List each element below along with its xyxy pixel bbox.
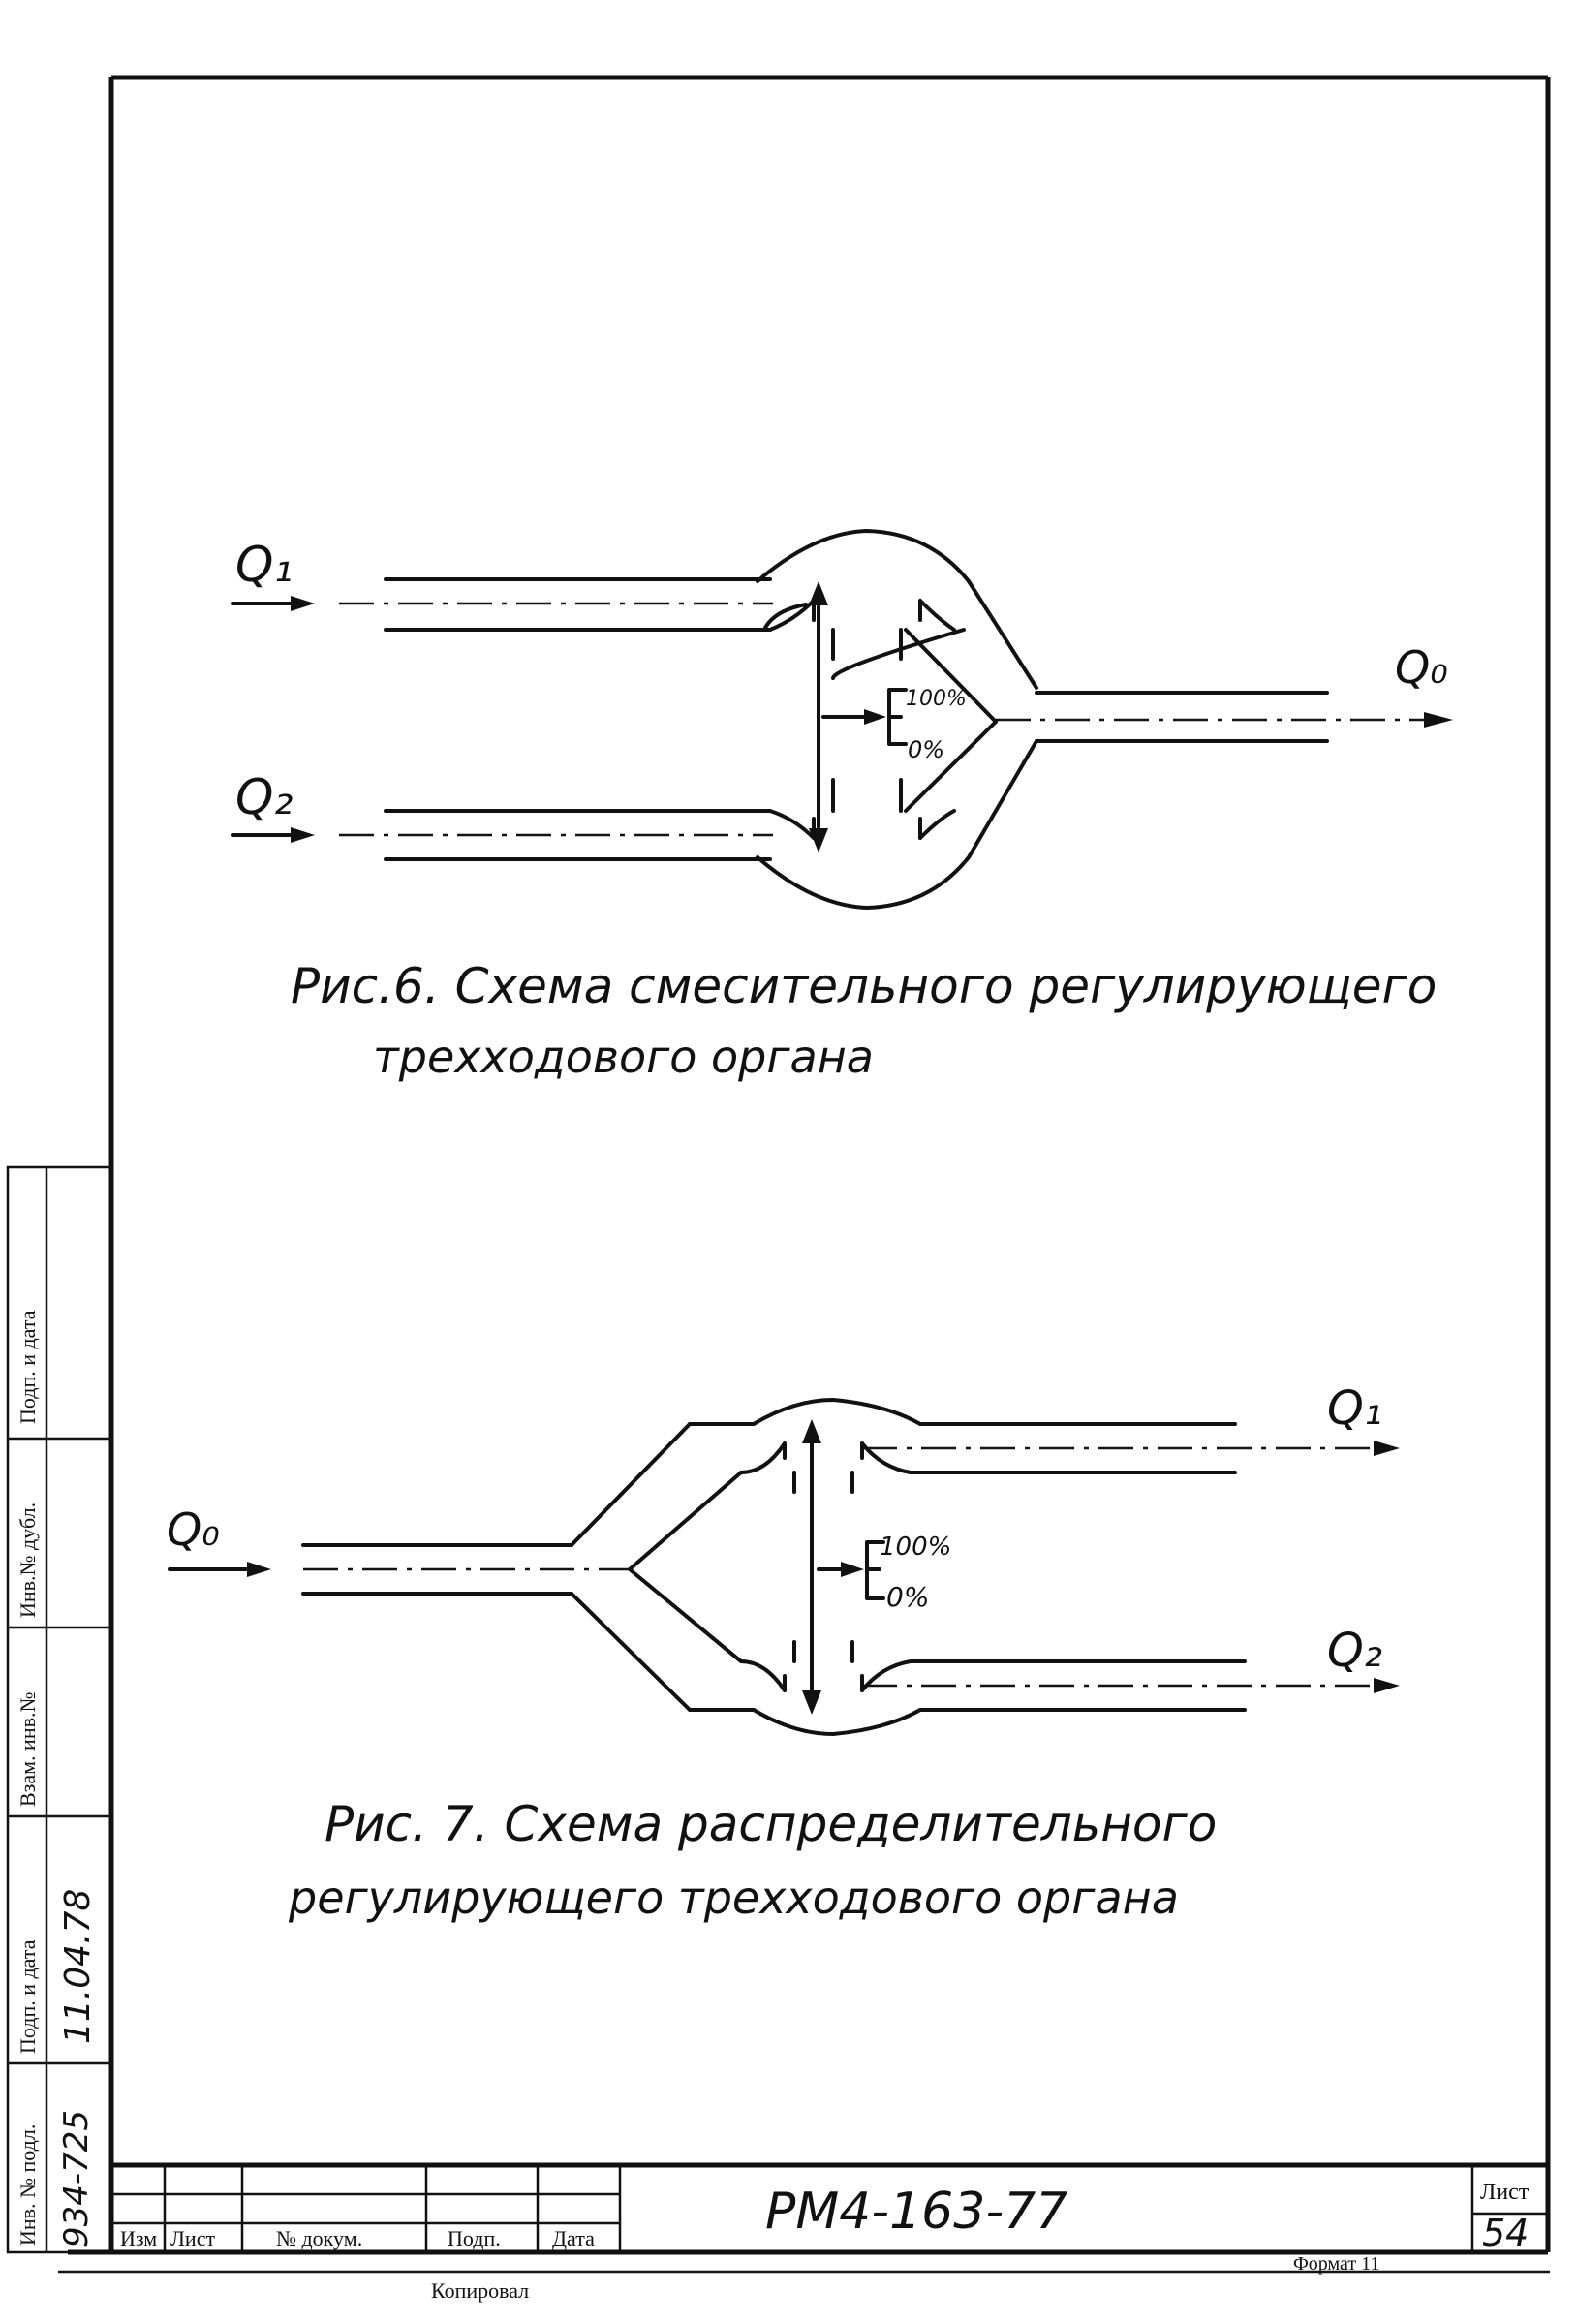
fig6-outlet-label: Q₀ [1395,641,1448,694]
footer-copied: Копировал [431,2278,529,2303]
stamp-inv-podl: Инв. № подл. [15,2124,40,2246]
fig6-scale-bottom: 0% [908,736,944,763]
fig7-caption-line2: регулирующего трехходового органа [288,1872,1179,1924]
fig7-inlet-label: Q₀ [167,1503,220,1556]
col-podp: Подп. [448,2226,501,2250]
stamp-handwritten-date: 11.04.78 [58,1889,98,2044]
col-list: Лист [170,2226,215,2250]
stamp-vzam-inv: Взам. инв.№ [15,1692,40,1807]
side-stamp-table [6,1165,113,2254]
sheet-frame [58,75,1551,2274]
stamp-podp-data: Подп. и дата [15,1939,40,2054]
fig7-outlet2-label: Q₂ [1327,1624,1382,1678]
fig7-outlet1-label: Q₁ [1327,1381,1382,1436]
stamp-podp-data-2: Подп. и дата [15,1310,40,1424]
stamp-handwritten-number: 934-725 [57,2110,96,2247]
fig6-inlet2-label: Q₂ [235,769,293,825]
fig7-caption-line1: Рис. 7. Схема распределительного [325,1796,1217,1852]
fig7-scale-top: 100% [880,1533,951,1562]
fig7-scale-bottom: 0% [886,1581,929,1613]
col-data: Дата [552,2226,595,2250]
sheet-number: 54 [1482,2212,1529,2254]
figure6-mixing-valve-diagram [231,529,1453,910]
fig6-caption-line2: трехходового органа [373,1031,874,1083]
figure7-distributing-valve-diagram [168,1398,1400,1736]
sheet-label: Лист [1480,2180,1530,2205]
fig6-caption-line1: Рис.6. Схема смесительного регулирующего [291,958,1437,1014]
col-doc: № докум. [276,2226,362,2250]
fig6-inlet1-label: Q₁ [235,537,293,593]
title-block [111,2162,1548,2252]
col-izm: Изм [120,2226,157,2250]
document-code: РМ4-163-77 [765,2183,1067,2241]
footer-format: Формат 11 [1293,2253,1379,2275]
stamp-inv-dubl: Инв.№ дубл. [15,1503,40,1618]
fig6-scale-top: 100% [906,687,967,711]
